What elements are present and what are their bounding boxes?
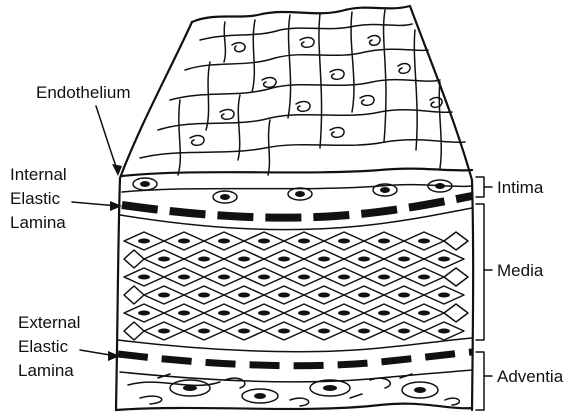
smooth-muscle-nucleus [178,239,190,244]
smooth-muscle-cell [124,322,144,340]
media-smooth-muscle-layer [124,232,468,340]
smooth-muscle-nucleus [378,311,390,316]
smooth-muscle-nucleus [338,275,350,280]
label-adventia: Adventia [497,367,564,386]
smooth-muscle-nucleus [178,275,190,280]
smooth-muscle-nucleus [358,257,370,262]
smooth-muscle-nucleus [318,329,330,334]
smooth-muscle-nucleus [398,293,410,298]
smooth-muscle-nucleus [218,311,230,316]
smooth-muscle-nucleus [438,293,450,298]
smooth-muscle-nucleus [418,275,430,280]
smooth-muscle-nucleus [138,311,150,316]
smooth-muscle-nucleus [278,293,290,298]
smooth-muscle-nucleus [338,311,350,316]
smooth-muscle-nucleus [298,275,310,280]
intima-cell-row [122,169,472,203]
smooth-muscle-nucleus [158,329,170,334]
label-internal-elastic-lamina-3: Lamina [10,213,66,232]
smooth-muscle-nucleus [218,239,230,244]
external-elastic-lamina [118,338,472,366]
smooth-muscle-nucleus [158,293,170,298]
smooth-muscle-nucleus [418,311,430,316]
smooth-muscle-nucleus [178,311,190,316]
label-internal-elastic-lamina-2: Elastic [10,189,61,208]
smooth-muscle-cell [444,268,468,286]
smooth-muscle-nucleus [318,293,330,298]
smooth-muscle-nucleus [258,311,270,316]
smooth-muscle-nucleus [278,329,290,334]
smooth-muscle-nucleus [258,239,270,244]
adventitia-layer [120,370,472,406]
label-intima: Intima [497,178,544,197]
smooth-muscle-nucleus [158,257,170,262]
smooth-muscle-nucleus [278,257,290,262]
smooth-muscle-nucleus [198,257,210,262]
smooth-muscle-nucleus [138,239,150,244]
label-external-elastic-lamina-2: Elastic [18,337,69,356]
smooth-muscle-nucleus [298,311,310,316]
smooth-muscle-nucleus [258,275,270,280]
right-brackets: Intima Media Adventia [476,177,564,410]
smooth-muscle-nucleus [218,275,230,280]
smooth-muscle-nucleus [398,329,410,334]
smooth-muscle-nucleus [438,329,450,334]
label-external-elastic-lamina-1: External [18,313,80,332]
label-external-elastic-lamina-3: Lamina [18,361,74,380]
smooth-muscle-nucleus [338,239,350,244]
smooth-muscle-nucleus [198,293,210,298]
label-endothelium: Endothelium [36,83,131,102]
smooth-muscle-nucleus [238,257,250,262]
left-labels: Endothelium Internal Elastic Lamina Exte… [10,83,131,380]
label-internal-elastic-lamina-1: Internal [10,165,67,184]
smooth-muscle-nucleus [318,257,330,262]
smooth-muscle-nucleus [198,329,210,334]
smooth-muscle-cell [444,304,468,322]
smooth-muscle-cell [124,286,144,304]
smooth-muscle-nucleus [378,275,390,280]
smooth-muscle-nucleus [418,239,430,244]
smooth-muscle-nucleus [358,293,370,298]
smooth-muscle-nucleus [238,329,250,334]
smooth-muscle-nucleus [398,257,410,262]
label-media: Media [497,261,544,280]
smooth-muscle-nucleus [298,239,310,244]
endothelium-layer [140,10,465,175]
internal-elastic-lamina [120,196,472,230]
smooth-muscle-cell [444,232,468,250]
smooth-muscle-nucleus [358,329,370,334]
smooth-muscle-nucleus [438,257,450,262]
smooth-muscle-nucleus [138,275,150,280]
smooth-muscle-cell [124,250,144,268]
smooth-muscle-nucleus [378,239,390,244]
smooth-muscle-nucleus [238,293,250,298]
